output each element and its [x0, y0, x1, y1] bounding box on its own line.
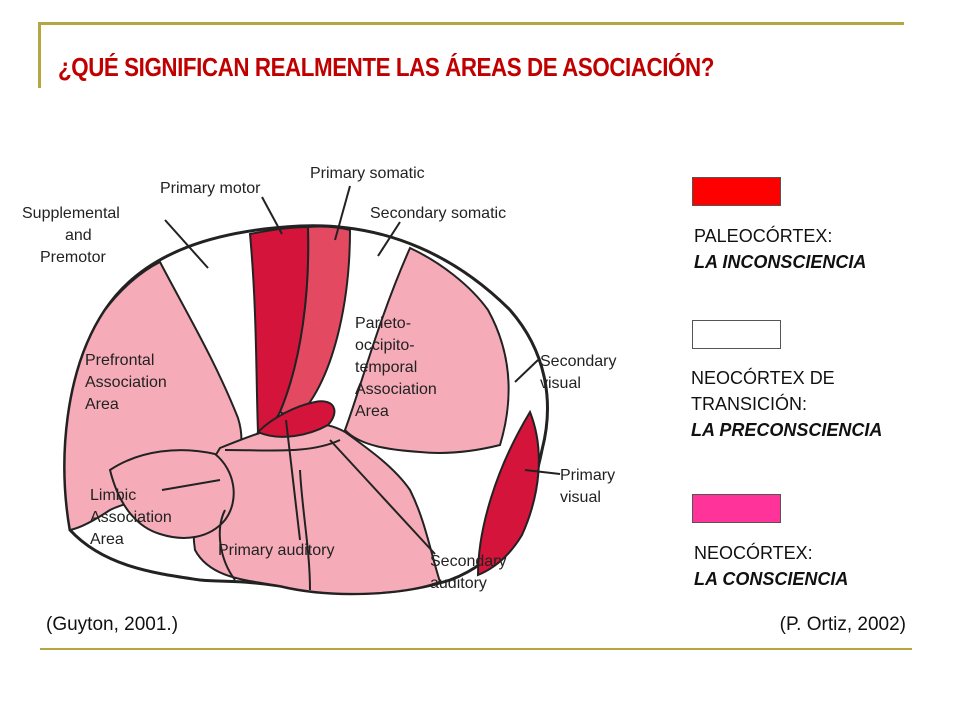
leader-primary-somatic: [334, 185, 351, 241]
leader-primary-auditory: [285, 419, 301, 541]
label-primary-somatic: Primary somatic: [310, 165, 425, 182]
leader-supplemental: [164, 219, 209, 269]
leader-secondary-auditory: [329, 439, 436, 555]
frame-left-line: [38, 22, 41, 88]
frame-top-line: [40, 22, 904, 25]
label-parieto: Parieto- occipito- temporal Association …: [355, 315, 441, 420]
frame-bottom-line: [40, 648, 912, 650]
region-limbic: [108, 449, 235, 539]
leader-primary-visual: [524, 469, 561, 475]
legend-text-paleocortex: PALEOCÓRTEX: LA INCONSCIENCIA: [694, 226, 867, 272]
region-primary-somatic: [278, 225, 352, 417]
legend-text-neocortex: NEOCÓRTEX: LA CONSCIENCIA: [694, 543, 849, 589]
citation-right: (P. Ortiz, 2002): [779, 614, 906, 635]
leader-primary-motor: [261, 196, 283, 235]
label-secondary-somatic: Secondary somatic: [370, 205, 506, 222]
region-primary-visual: [476, 409, 540, 577]
label-secondary-auditory: Secondary auditory: [430, 553, 511, 592]
label-prefrontal: Prefrontal Association Area: [85, 352, 171, 413]
legend-text-transition: NEOCÓRTEX DE TRANSICIÓN: LA PRECONSCIENC…: [691, 368, 883, 440]
leader-secondary-somatic: [377, 221, 401, 257]
label-supplemental: Supplemental and Premotor: [22, 205, 124, 266]
leader-limbic: [161, 479, 221, 491]
label-secondary-visual: Secondary visual: [540, 353, 621, 392]
region-temporal-association: [192, 422, 442, 595]
sulcus-line: [218, 509, 236, 581]
sulcus-line: [224, 439, 341, 452]
brain-diagram: Primary motor Primary somatic Secondary …: [22, 165, 621, 596]
sulcus-line: [299, 469, 311, 591]
leader-secondary-visual: [514, 359, 539, 383]
label-limbic: Limbic Association Area: [90, 487, 176, 548]
label-primary-auditory: Primary auditory: [218, 542, 334, 559]
label-primary-motor: Primary motor: [160, 180, 261, 197]
label-primary-visual: Primary visual: [560, 467, 620, 506]
legend-swatch-neocortex: [692, 494, 781, 523]
citation-left: (Guyton, 2001.): [46, 614, 179, 635]
slide-title: ¿QUÉ SIGNIFICAN REALMENTE LAS ÁREAS DE A…: [58, 52, 714, 82]
legend-swatch-transition: [692, 320, 781, 349]
legend-swatch-paleocortex: [692, 177, 781, 206]
region-parieto-association: [343, 246, 510, 454]
region-primary-auditory: [256, 400, 336, 438]
